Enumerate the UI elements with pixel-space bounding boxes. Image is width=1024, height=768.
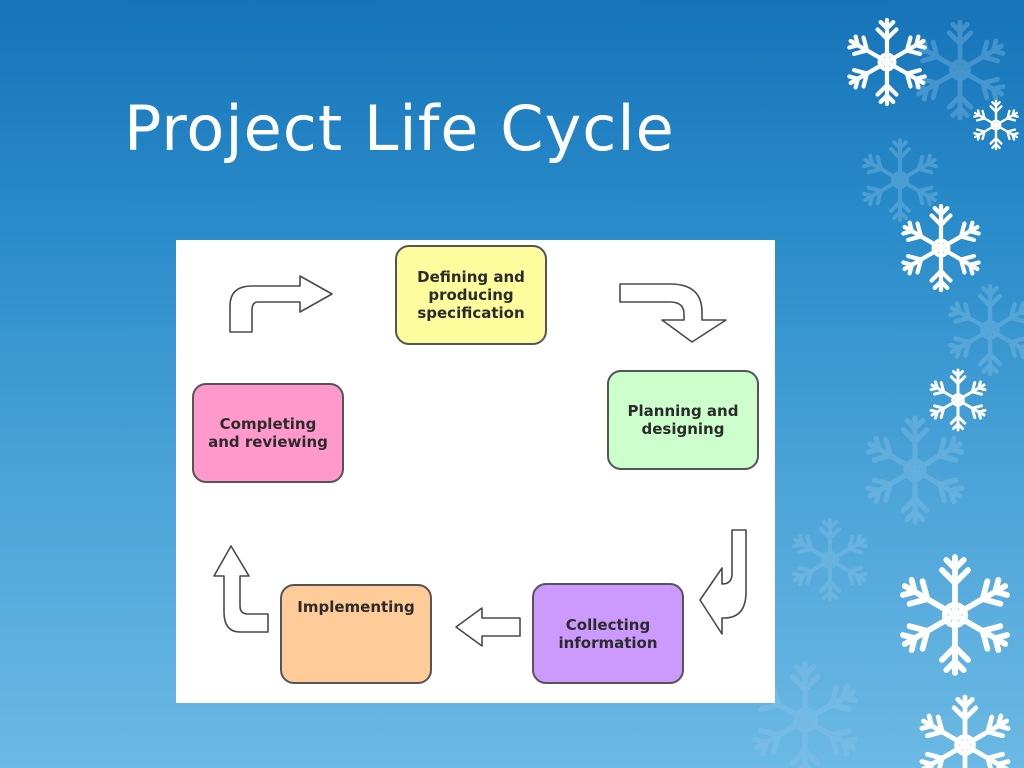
snowflake-icon: [864, 418, 966, 522]
stage-planning-box: Planning and designing: [607, 370, 759, 470]
arrow-left-icon: [455, 607, 521, 647]
snowflake-icon: [861, 140, 939, 220]
stage-completing-box: Completing and reviewing: [192, 383, 344, 483]
snowflake-icon: [846, 20, 928, 104]
snowflake-icon: [973, 101, 1020, 149]
curved-arrow-down-icon: [619, 283, 727, 343]
curved-arrow-down-left-icon: [699, 529, 747, 635]
life-cycle-diagram: Defining and producing specification Pla…: [176, 240, 775, 703]
cycle-arrows: [213, 275, 747, 647]
stage-implementing-box: Implementing: [280, 584, 432, 684]
snowflake-icon: [947, 286, 1024, 374]
stage-defining-box: Defining and producing specification: [395, 245, 547, 345]
snowflake-icon: [918, 697, 1012, 768]
snowflake-icon: [913, 22, 1007, 118]
slide-title: Project Life Cycle: [124, 92, 675, 165]
snowflake-icon: [929, 370, 988, 430]
curved-arrow-up-icon: [213, 545, 269, 633]
stage-collecting-box: Collecting information: [532, 583, 684, 684]
snowflake-icon: [898, 557, 1012, 673]
snowflake-icon: [791, 520, 869, 600]
snowflake-icon: [900, 206, 982, 290]
curved-arrow-right-icon: [229, 275, 333, 333]
